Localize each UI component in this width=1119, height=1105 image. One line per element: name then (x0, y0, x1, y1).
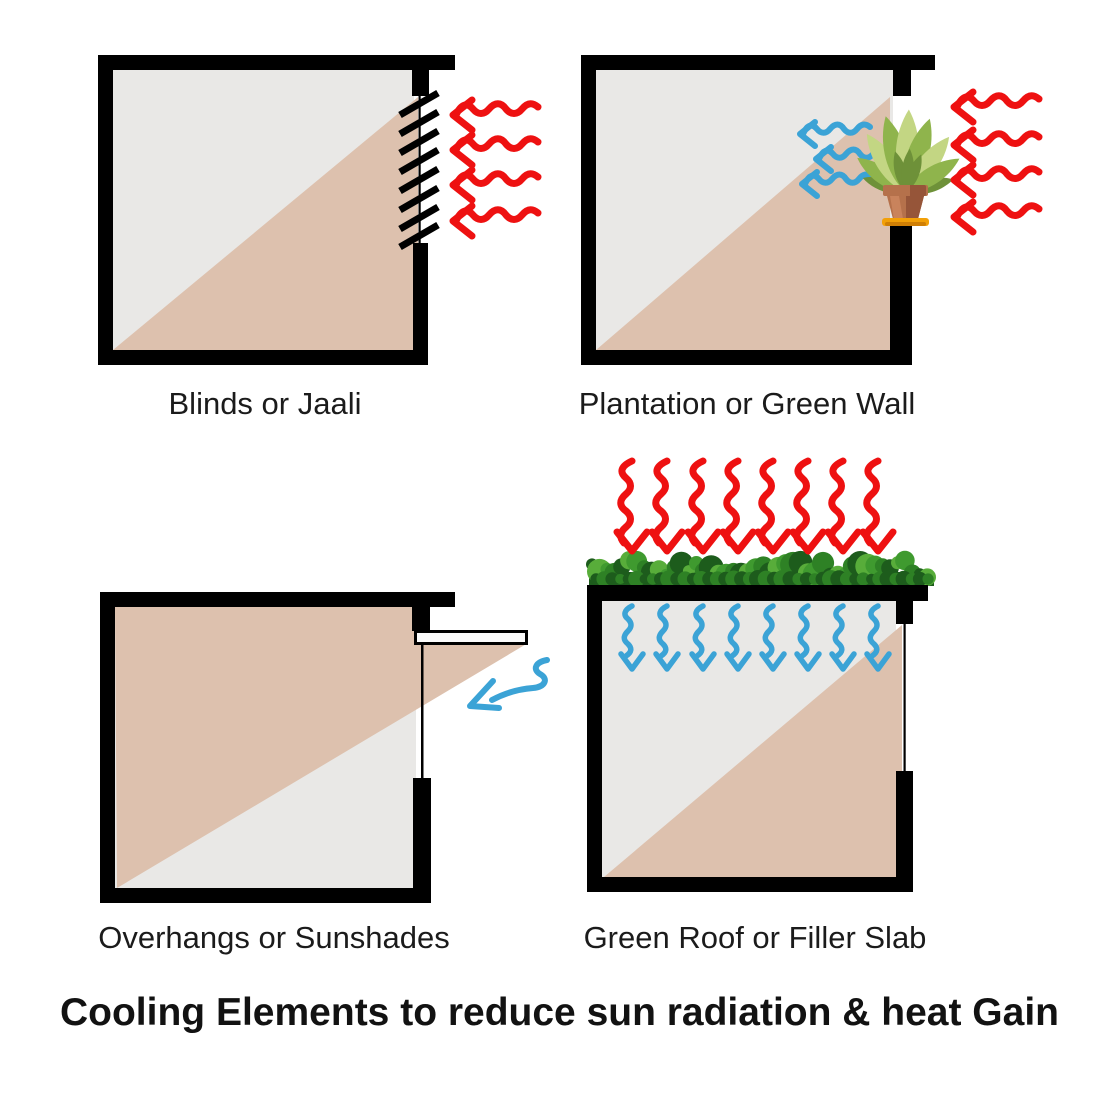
room-walls (100, 592, 455, 903)
window-line (903, 624, 906, 771)
sunlight-triangle (115, 607, 528, 888)
window-line (421, 643, 424, 778)
room-walls (581, 55, 935, 365)
blinds-room-diagram (98, 55, 560, 365)
heat-arrow-icon (954, 92, 1039, 232)
heat-arrow-icon (617, 461, 893, 551)
window-line (418, 96, 421, 243)
panel-label-overhangs: Overhangs or Sunshades (98, 920, 450, 955)
panel-label-green-wall: Plantation or Green Wall (578, 386, 916, 421)
room-walls (587, 585, 928, 892)
cool-arrow-icon (467, 657, 550, 711)
overhang-room-diagram (100, 592, 550, 903)
panel-label-green-roof: Green Roof or Filler Slab (583, 920, 927, 955)
room-walls (98, 55, 455, 365)
panel-label-blinds: Blinds or Jaali (168, 386, 362, 421)
sunlight-triangle (113, 97, 418, 350)
green-roof-vegetation-icon (586, 550, 936, 588)
diagram-title: Cooling Elements to reduce sun radiation… (60, 991, 1059, 1034)
plant-icon (852, 109, 965, 226)
green-wall-room-diagram (581, 55, 1075, 365)
overhang-slab-icon (414, 630, 528, 645)
heat-arrow-icon (453, 100, 538, 236)
sunlight-triangle (604, 625, 902, 877)
green-roof-room-diagram (586, 440, 936, 892)
